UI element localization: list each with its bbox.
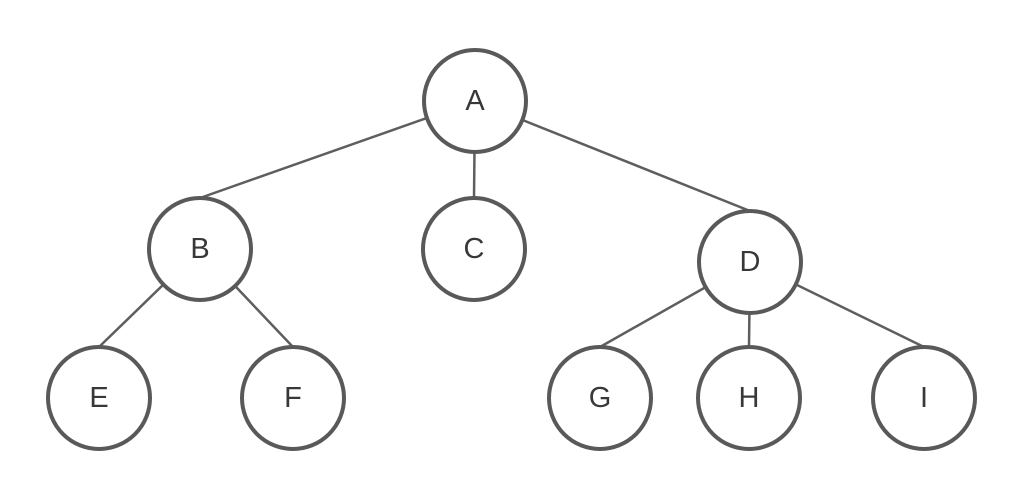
tree-node-circle-H	[696, 345, 802, 451]
tree-node-label-I: I	[920, 382, 928, 414]
tree-node-circle-D	[697, 209, 803, 315]
tree-node-label-A: A	[465, 85, 485, 117]
tree-node-label-E: E	[89, 382, 108, 414]
nodes-layer: A B C D E F G H I	[46, 48, 977, 451]
tree-node-E: E	[46, 345, 152, 451]
tree-node-label-B: B	[190, 233, 209, 265]
tree-node-label-D: D	[740, 246, 761, 278]
tree-node-D: D	[697, 209, 803, 315]
tree-node-C: C	[421, 196, 527, 302]
tree-node-circle-I	[871, 345, 977, 451]
tree-node-label-G: G	[589, 382, 612, 414]
tree-node-I: I	[871, 345, 977, 451]
tree-node-circle-A	[422, 48, 528, 154]
tree-node-label-C: C	[464, 233, 485, 265]
tree-node-circle-E	[46, 345, 152, 451]
tree-node-circle-B	[147, 196, 253, 302]
tree-node-B: B	[147, 196, 253, 302]
tree-node-A: A	[422, 48, 528, 154]
tree-node-H: H	[696, 345, 802, 451]
tree-node-circle-G	[547, 345, 653, 451]
tree-node-F: F	[240, 345, 346, 451]
tree-node-label-F: F	[284, 382, 302, 414]
tree-node-circle-F	[240, 345, 346, 451]
tree-node-G: G	[547, 345, 653, 451]
tree-node-label-H: H	[739, 382, 760, 414]
tree-node-circle-C	[421, 196, 527, 302]
